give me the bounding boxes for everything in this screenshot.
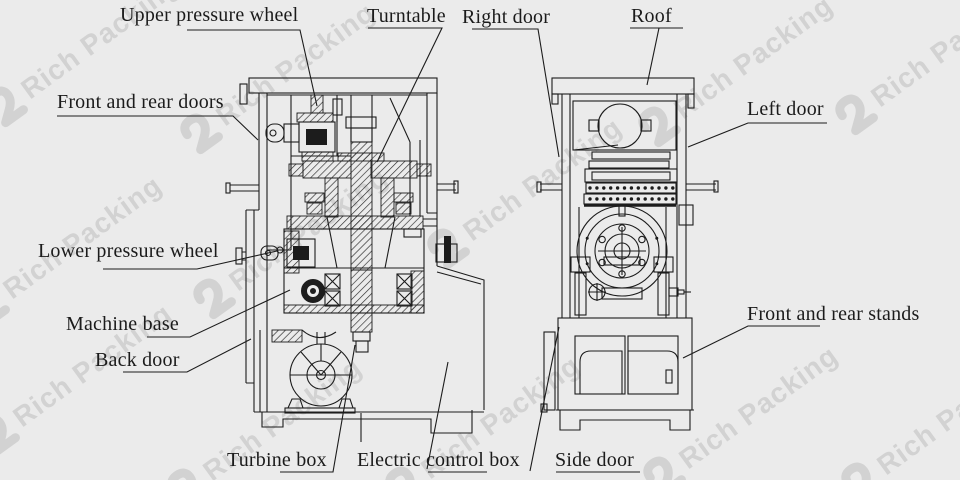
base-feet (259, 330, 473, 434)
roof-band-side (551, 77, 695, 95)
label-left-door: Left door (747, 98, 824, 120)
label-front-and-rear-doors: Front and rear doors (57, 91, 224, 113)
leader-front-and-rear-stands (682, 325, 820, 359)
side-door-strip (543, 331, 556, 411)
label-back-door: Back door (95, 349, 180, 371)
drive-wheel (576, 205, 668, 318)
machine-front-view (225, 77, 485, 442)
label-right-door: Right door (462, 6, 551, 28)
side-left-rod-cap (536, 181, 542, 193)
roof-band (248, 77, 438, 94)
turntable-bands (583, 151, 678, 207)
leader-lines (57, 27, 827, 473)
label-turbine-box: Turbine box (227, 449, 327, 471)
upper-door-panel (572, 100, 677, 151)
leader-electric-control-box (426, 361, 487, 473)
label-turntable: Turntable (367, 5, 446, 27)
svg-text:Rich Packing: Rich Packing (457, 111, 627, 246)
watermark-mark: Rich Packing (644, 339, 843, 480)
leader-lower-pressure-wheel (103, 250, 278, 270)
watermark-mark: Rich Packing (842, 345, 960, 480)
label-upper-pressure-wheel: Upper pressure wheel (120, 4, 299, 26)
leader-turntable (368, 27, 443, 163)
main-shaft (345, 94, 377, 353)
machine-base-part (260, 215, 437, 343)
svg-text:Rich Packing: Rich Packing (673, 339, 843, 474)
side-right-rod-cap (713, 180, 719, 193)
side-left-rod (540, 183, 562, 191)
turbine-box-part (284, 332, 356, 414)
right-wall (267, 93, 438, 266)
roof-left-tab (239, 83, 248, 105)
cabinet-walls (561, 94, 692, 319)
machine-side-view (536, 77, 719, 431)
front-rear-stand (557, 317, 693, 411)
label-electric-control-box: Electric control box (357, 449, 520, 471)
leader-turbine-box (280, 344, 356, 473)
left-wall (245, 93, 268, 412)
left-knob-stem (242, 251, 246, 261)
left-rod-cap (225, 182, 231, 194)
label-roof: Roof (631, 5, 672, 27)
label-lower-pressure-wheel: Lower pressure wheel (38, 240, 219, 262)
label-front-and-rear-stands: Front and rear stands (747, 303, 920, 325)
door-handle (444, 236, 451, 263)
electric-box-housing (436, 265, 485, 410)
label-side-door: Side door (555, 449, 635, 471)
roof-tab-right (687, 93, 695, 109)
leader-upper-pressure-wheel (187, 29, 318, 107)
leader-left-door (687, 122, 827, 148)
left-knob (235, 247, 243, 265)
roof-tab-left (551, 93, 559, 105)
label-machine-base: Machine base (66, 313, 179, 335)
watermark-mark: Rich Packing (836, 0, 960, 133)
svg-text:Rich Packing: Rich Packing (0, 169, 167, 304)
side-right-rod (686, 183, 716, 191)
side-clamps (570, 204, 694, 316)
lower-wheel-bolt (276, 246, 284, 254)
leader-roof (630, 27, 683, 86)
svg-text:Rich Packing: Rich Packing (865, 0, 960, 113)
leader-right-door (472, 28, 560, 158)
right-rod-cap (453, 180, 459, 194)
left-rod (230, 184, 259, 192)
leader-back-door (123, 338, 252, 373)
leader-front-and-rear-doors (57, 115, 259, 141)
right-rod (437, 183, 456, 191)
leader-machine-base (147, 289, 291, 338)
leader-side-door (529, 326, 640, 473)
turntable-part (288, 152, 432, 269)
side-base-feet (556, 409, 694, 431)
upper-pressure-wheel-part (265, 94, 336, 162)
svg-text:Rich Packing: Rich Packing (871, 345, 960, 480)
